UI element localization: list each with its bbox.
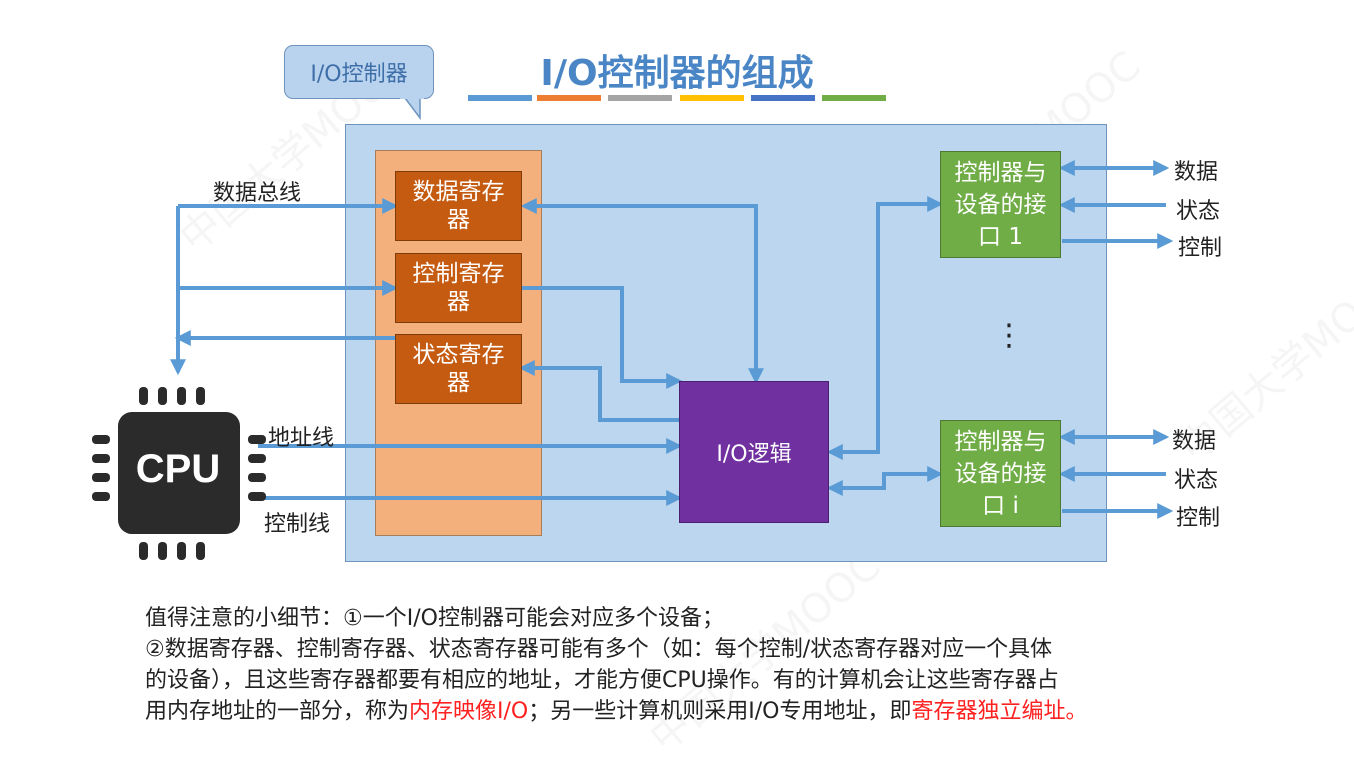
note-text: 值得注意的小细节：①一个I/O控制器可能会对应多个设备； ②数据寄存器、控制寄存… [145,603,1305,727]
title-underline-segment [751,95,815,101]
device-interface-i: 控制器与设备的接口 i [940,420,1061,527]
control-bus-label: 控制线 [264,512,331,537]
independent-addressing-highlight: 寄存器独立编址。 [911,699,1088,724]
io-logic-block: I/O逻辑 [679,381,829,523]
control-register-label: 控制寄存器 [412,261,505,315]
note-line-2: ②数据寄存器、控制寄存器、状态寄存器可能有多个（如：每个控制/状态寄存器对应一个… [145,637,1053,662]
connection-lines [92,96,1174,560]
data-bus-label: 数据总线 [213,181,302,206]
interface-ellipsis: ⋮ [994,318,1024,353]
device-i-data-label: 数据 [1172,429,1217,454]
title-underline-segment [680,95,744,101]
title-underline-segment [608,95,672,101]
device-1-data-label: 数据 [1174,160,1219,185]
cpu-label: CPU [135,447,221,491]
device-i-control-label: 控制 [1176,506,1221,531]
title-underline-segment [537,95,601,101]
title-underline-segment [822,95,886,101]
io-logic-interface-i-link [826,466,944,496]
note-line-4: 用内存地址的一部分，称为内存映像I/O；另一些计算机则采用I/O专用地址，即寄存… [145,696,1305,727]
io-logic-interface-1-link [826,196,944,460]
io-controller-callout-label: I/O控制器 [310,62,408,87]
note-line-3: 的设备），且这些寄存器都要有相应的地址，才能方便CPU操作。有的计算机会让这些寄… [145,668,1059,693]
status-register-label: 状态寄存器 [412,342,505,396]
io-logic-label: I/O逻辑 [716,442,792,467]
device-interface-1: 控制器与设备的接口 1 [940,151,1061,258]
data-register: 数据寄存器 [395,171,522,241]
device-1-status-label: 状态 [1176,199,1221,224]
cpu-chip-icon [92,387,266,560]
data-register-io-logic-link [520,198,764,385]
device-interface-i-label: 控制器与设备的接口 i [954,428,1047,519]
io-controller-callout: I/O控制器 [284,45,434,99]
note-line-4-middle: ；另一些计算机则采用I/O专用地址，即 [528,699,912,724]
device-interface-1-label: 控制器与设备的接口 1 [954,159,1047,250]
control-register-io-logic-link [522,286,683,389]
device-1-control-label: 控制 [1178,236,1223,261]
device-i-status-label: 状态 [1174,468,1219,493]
note-line-1: 值得注意的小细节：①一个I/O控制器可能会对应多个设备； [145,606,724,631]
data-register-label: 数据寄存器 [412,179,505,233]
note-line-4-prefix: 用内存地址的一部分，称为 [145,699,410,724]
status-register: 状态寄存器 [395,334,522,404]
io-logic-status-register-link [518,360,679,422]
address-bus-label: 地址线 [268,426,335,451]
control-register: 控制寄存器 [395,253,522,323]
memory-mapped-io-highlight: 内存映像I/O [409,699,529,724]
callout-tail [403,97,421,121]
title-underline-segment [468,95,532,101]
page-title: I/O控制器的组成 [540,53,814,94]
